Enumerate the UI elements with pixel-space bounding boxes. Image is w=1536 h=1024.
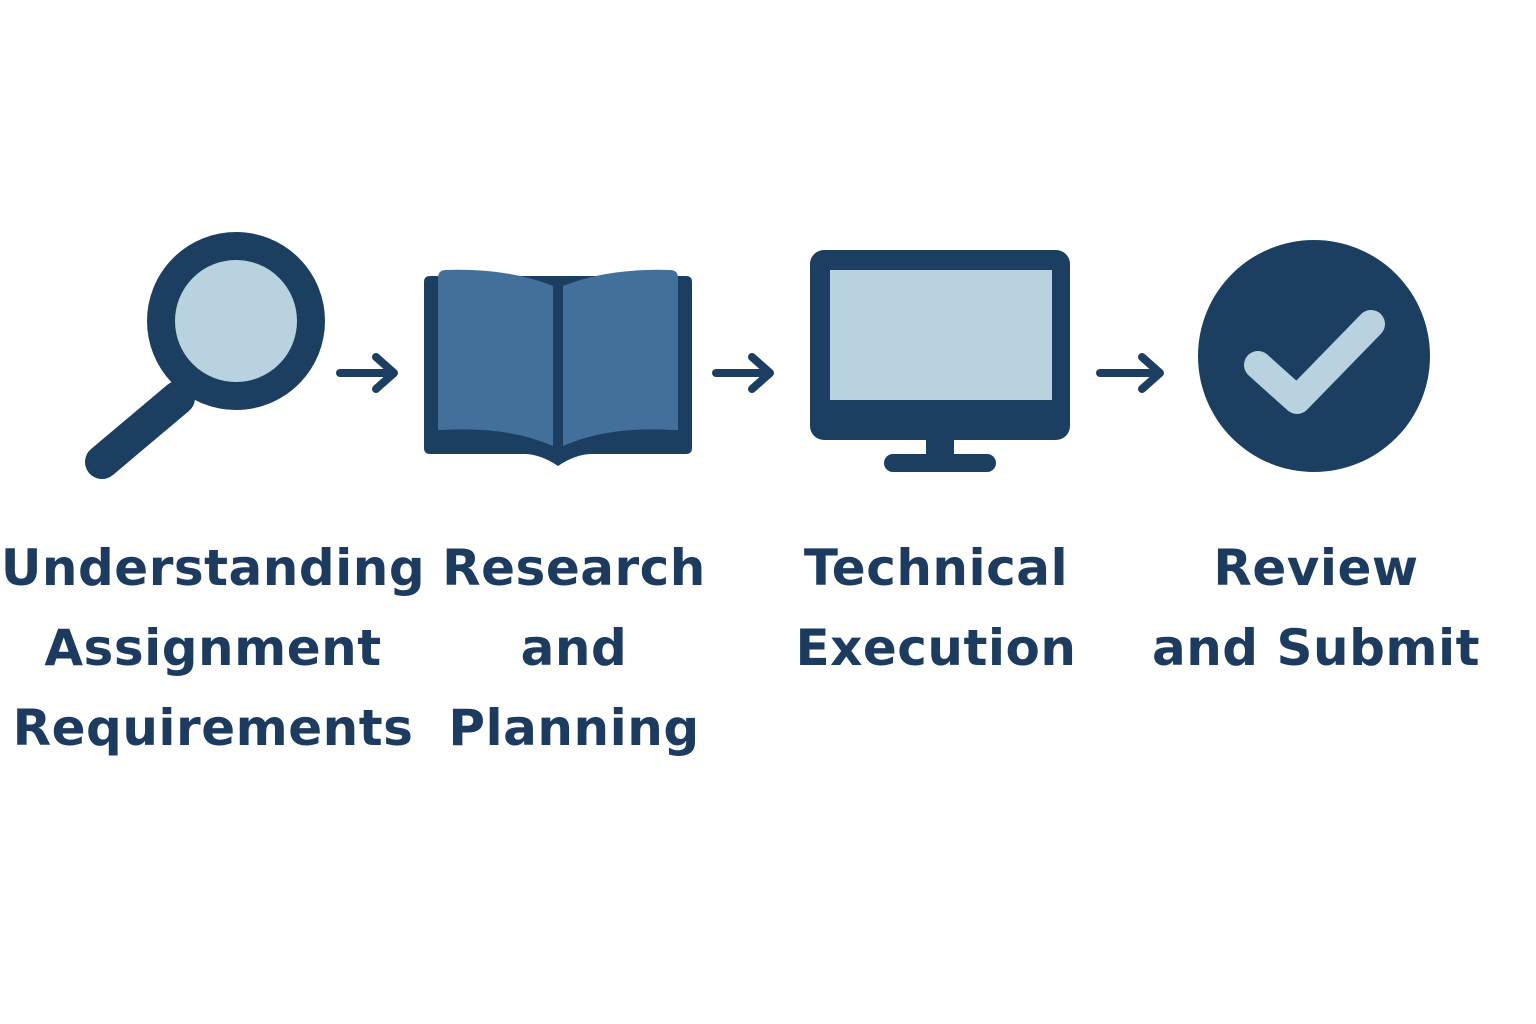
monitor-icon xyxy=(810,250,1070,472)
label-line: Research xyxy=(442,539,706,597)
label-line: Technical xyxy=(803,539,1069,597)
checkmark-circle-icon xyxy=(1198,240,1430,472)
label-line: Review xyxy=(1213,539,1419,597)
open-book-icon xyxy=(424,269,692,466)
label-line: Execution xyxy=(795,619,1077,677)
step-label-review: Review and Submit xyxy=(1146,528,1486,688)
step-label-understanding: Understanding Assignment Requirements xyxy=(0,528,426,768)
label-line: and xyxy=(520,619,628,677)
step-label-research: Research and Planning xyxy=(436,528,712,768)
label-line: and Submit xyxy=(1151,619,1481,677)
label-line: Understanding xyxy=(0,539,426,597)
step-label-technical: Technical Execution xyxy=(786,528,1086,688)
arrow-right-icon xyxy=(1096,353,1164,393)
arrow-right-icon xyxy=(336,353,398,393)
label-line: Assignment xyxy=(44,619,382,677)
label-line: Requirements xyxy=(12,699,414,757)
magnifying-glass-icon xyxy=(85,232,325,479)
arrow-right-icon xyxy=(712,353,774,393)
label-line: Planning xyxy=(448,699,700,757)
